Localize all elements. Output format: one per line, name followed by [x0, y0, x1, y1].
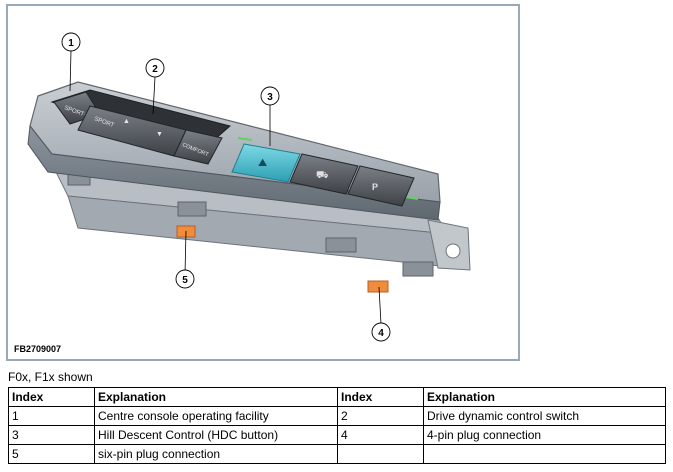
callout-5: 5 [175, 269, 195, 289]
four-pin-plug [367, 280, 389, 293]
table-row: 5 six-pin plug connection [8, 444, 666, 464]
cell-index: 5 [8, 444, 95, 464]
parking-icon: P [372, 182, 378, 192]
header-index: Index [337, 387, 424, 407]
table-row: 3 Hill Descent Control (HDC button) 4 4-… [8, 425, 666, 445]
switch-unit-illustration: SPORT+ SPORT ▲ ▼ COMFORT ⛰ ⛟ P 1 [27, 32, 471, 342]
down-arrow-icon: ▼ [156, 131, 163, 138]
cell-index [337, 444, 424, 464]
header-index: Index [8, 387, 95, 407]
callout-3: 3 [260, 86, 280, 106]
figure-caption: F0x, F1x shown [8, 370, 93, 384]
header-explanation: Explanation [423, 387, 666, 407]
cell-index: 1 [8, 406, 95, 426]
hdc-icon: ⛰ [258, 157, 267, 169]
cell-index: 4 [337, 425, 424, 445]
svg-text:4: 4 [378, 328, 384, 339]
svg-text:2: 2 [152, 64, 158, 75]
figure-code: FB2709007 [14, 344, 62, 354]
cell-index: 3 [8, 425, 95, 445]
leader-lines [69, 50, 382, 325]
table-row: 1 Centre console operating facility 2 Dr… [8, 406, 666, 426]
svg-text:5: 5 [182, 275, 188, 286]
header-explanation: Explanation [94, 387, 338, 407]
callout-1: 1 [61, 32, 81, 52]
cell-explanation: six-pin plug connection [94, 444, 338, 464]
up-arrow-icon: ▲ [123, 118, 130, 125]
park-assist-button[interactable] [347, 165, 415, 207]
callout-4: 4 [371, 322, 391, 342]
svg-text:1: 1 [68, 38, 74, 49]
parking-sensor-button[interactable] [289, 153, 359, 195]
callout-2: 2 [145, 58, 165, 78]
comfort-button[interactable] [173, 129, 223, 165]
cell-explanation: 4-pin plug connection [423, 425, 666, 445]
legend-table: Index Explanation Index Explanation 1 Ce… [8, 387, 666, 464]
cell-explanation [423, 444, 666, 464]
figure-frame: SPORT+ SPORT ▲ ▼ COMFORT ⛰ ⛟ P 1 [6, 4, 520, 361]
hdc-button[interactable] [231, 143, 301, 183]
cell-index: 2 [337, 406, 424, 426]
console-body-front [27, 124, 441, 221]
legend-header-row: Index Explanation Index Explanation [8, 387, 666, 407]
car-icon: ⛟ [316, 170, 329, 181]
cell-explanation: Centre console operating facility [94, 406, 338, 426]
cell-explanation: Drive dynamic control switch [423, 406, 666, 426]
cell-explanation: Hill Descent Control (HDC button) [94, 425, 338, 445]
svg-text:3: 3 [267, 92, 273, 103]
